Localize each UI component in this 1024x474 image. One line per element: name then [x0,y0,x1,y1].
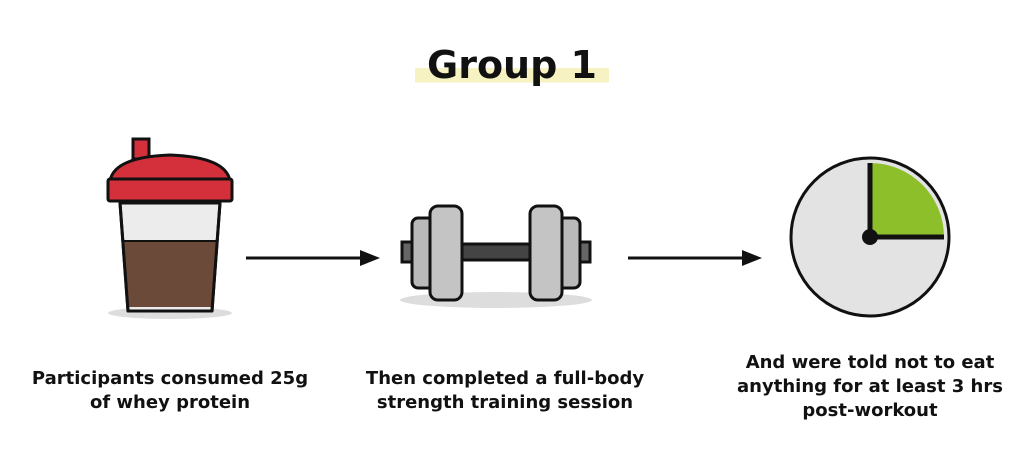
diagram-title: Group 1 [415,42,609,84]
dumbbell-icon [400,204,592,308]
protein-shaker-icon [106,137,234,319]
arrow-right-icon [628,250,762,266]
clock-icon [789,156,951,318]
title-area: Group 1 [0,42,1024,84]
step-2-caption: Then completed a full-body strength trai… [365,368,645,413]
step-3-caption: And were told not to eat anything for at… [737,352,1003,421]
step-1-caption: Participants consumed 25g of whey protei… [31,368,309,413]
arrow-right-icon [246,250,380,266]
